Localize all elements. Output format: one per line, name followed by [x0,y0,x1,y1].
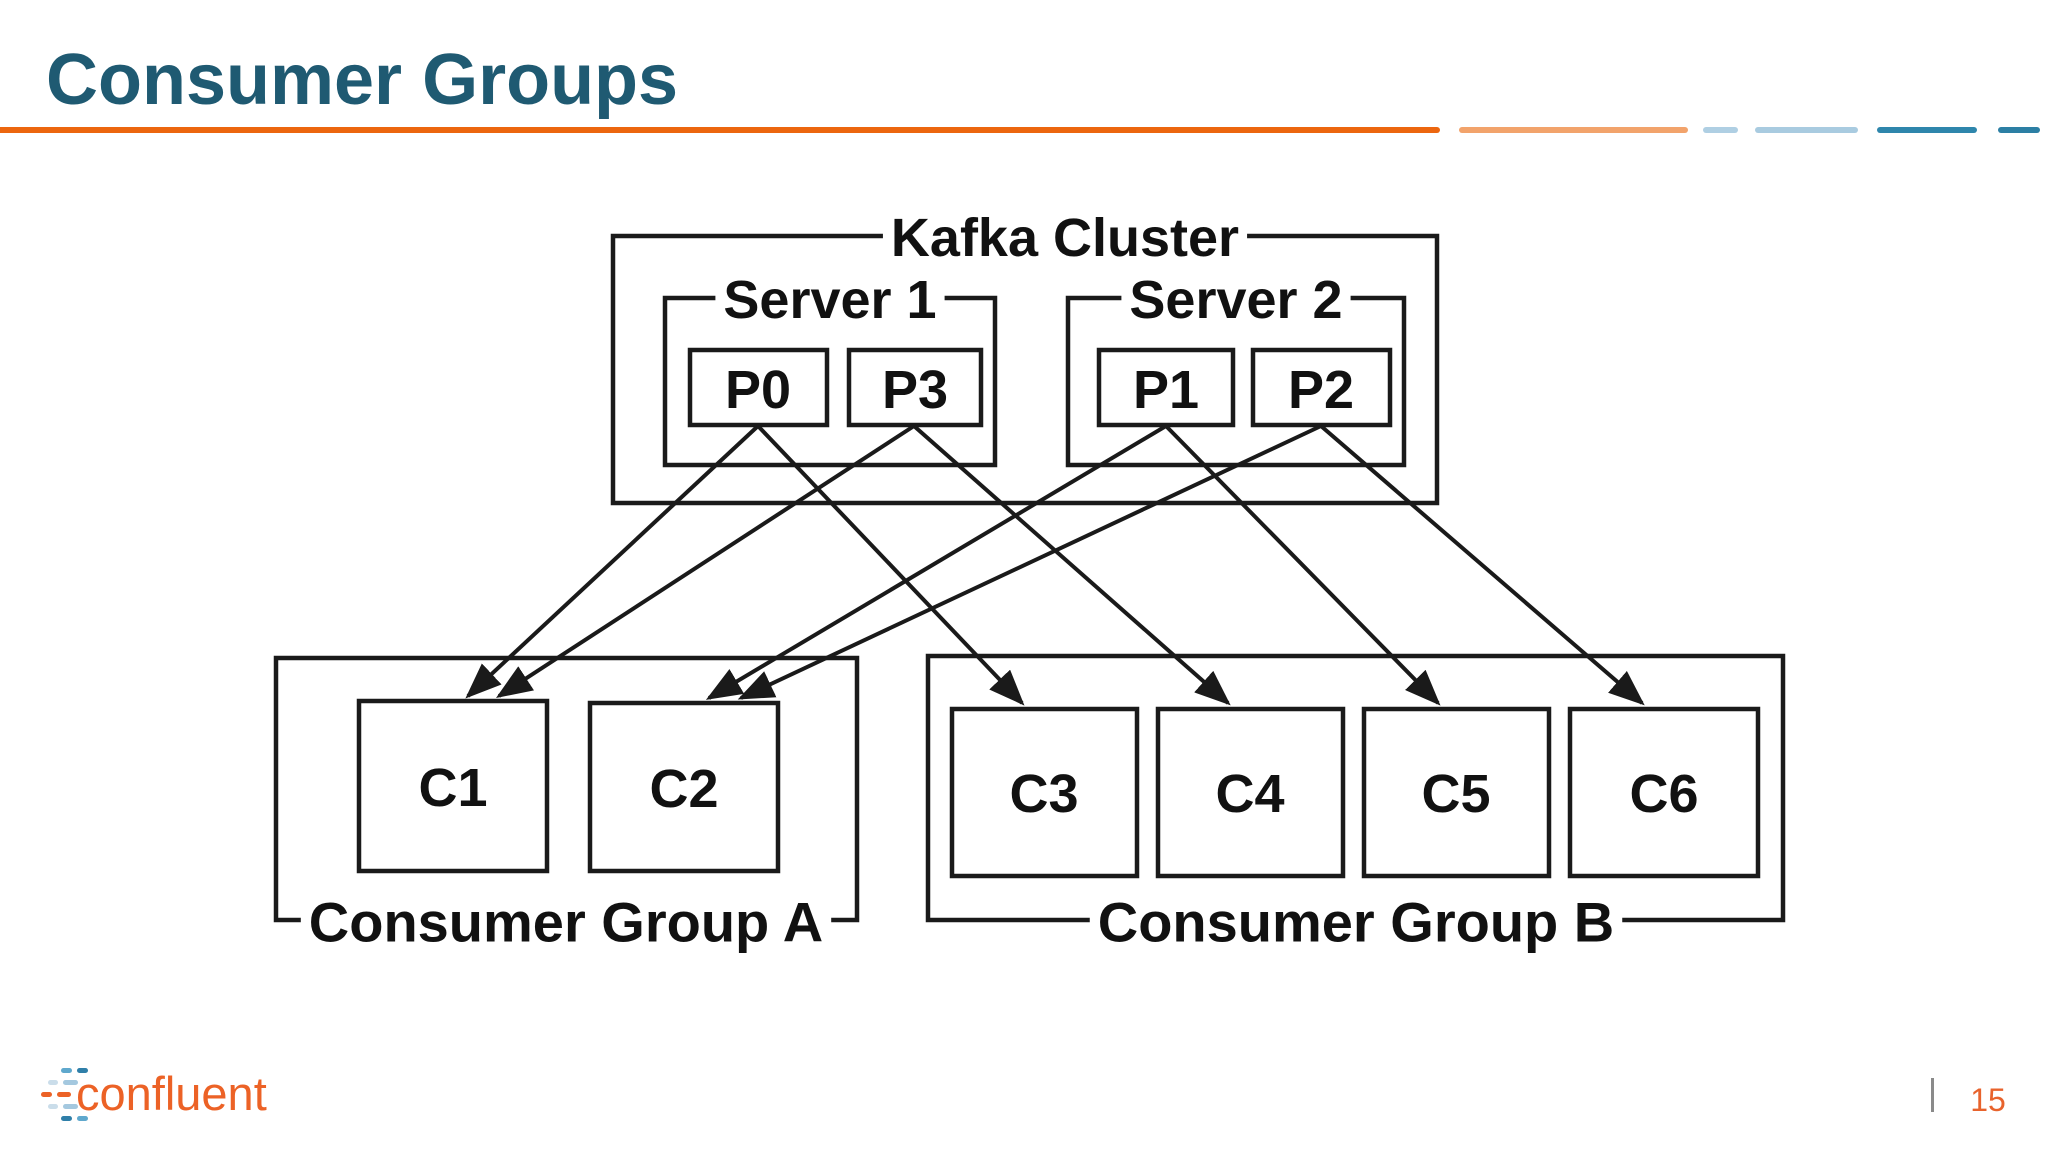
server2-label: Server 2 [1129,270,1342,330]
partition-label-p1: P1 [1133,360,1199,420]
page-number: 15 [1970,1082,2006,1118]
partition-box-p0 [687,347,830,428]
server1-label: Server 1 [723,270,936,330]
title-underline-dash-3 [1755,127,1858,133]
title-underline-dash-5 [1998,127,2040,133]
title-underline-dash-1 [1459,127,1688,133]
assignment-line-p0-c3 [756,424,1025,706]
consumer-label-c5: C5 [1421,764,1490,824]
title-underline-dash-2 [1703,127,1738,133]
consumer-label-c4: C4 [1215,764,1284,824]
consumer-box-c1 [356,698,550,874]
consumer-box-c5 [1361,706,1552,879]
partition-label-p2: P2 [1288,360,1354,420]
consumer-box-c2 [587,700,781,874]
assignment-line-p3-c4 [912,424,1231,706]
consumer-group-a-label: Consumer Group A [309,891,823,954]
partition-box-p3 [846,347,984,428]
confluent-wordmark: confluent [76,1067,267,1120]
assignment-line-p2-c6 [1319,424,1645,706]
consumer-box-c6 [1567,706,1761,879]
partition-label-p3: P3 [882,360,948,420]
consumer-label-c1: C1 [418,758,487,818]
assignment-line-p2-c2 [737,424,1322,700]
partition-label-p0: P0 [725,360,791,420]
consumer-box-c3 [949,706,1140,879]
partition-box-p1 [1096,347,1236,428]
consumer-box-c4 [1155,706,1346,879]
consumer-label-c2: C2 [649,759,718,819]
assignment-line-p1-c5 [1164,424,1441,706]
footer-divider [1931,1078,1934,1112]
assignment-line-p3-c1 [495,424,916,698]
consumer-label-c3: C3 [1009,764,1078,824]
assignment-line-p1-c2 [705,424,1168,700]
page-title: Consumer Groups [46,40,679,120]
partition-box-p2 [1250,347,1393,428]
assignment-line-p0-c1 [465,424,760,699]
consumer-group-b-label: Consumer Group B [1098,891,1614,954]
title-underline-main [0,127,1440,133]
title-underline-dash-4 [1877,127,1977,133]
kafka-cluster-label: Kafka Cluster [891,208,1239,268]
consumer-label-c6: C6 [1629,764,1698,824]
